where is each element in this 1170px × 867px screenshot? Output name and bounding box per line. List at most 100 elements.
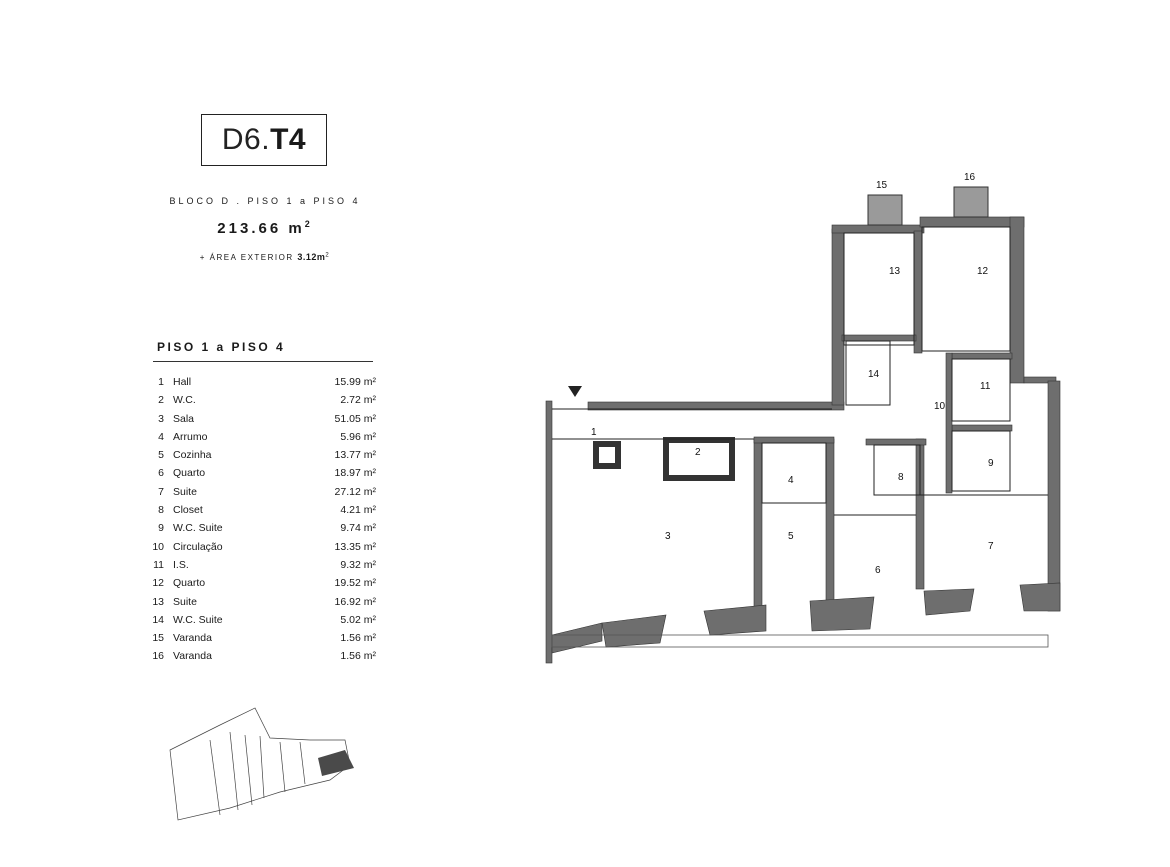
wall-shaft: [593, 441, 621, 469]
room-area-unit: m²: [363, 467, 376, 480]
wall-3-4: [753, 438, 763, 628]
wall-right-step: [1023, 376, 1057, 384]
wall-closet-top: [865, 438, 927, 446]
unit-title: D6.T4: [201, 114, 327, 166]
block-floor: BLOCO D . PISO 1 a PISO 4: [169, 196, 361, 206]
balconies: [867, 186, 989, 226]
room-area-unit: m²: [363, 430, 376, 443]
room-area-value: 16.92: [334, 595, 361, 608]
wall-wc9-top: [951, 424, 1013, 432]
room-area: 9.32 m²: [340, 559, 376, 571]
site-line-1: [209, 739, 221, 816]
plan-walls: [545, 216, 1061, 664]
wall-is-top: [951, 352, 1013, 360]
pier-4: [809, 596, 875, 632]
site-line-5: [279, 741, 286, 793]
room-row: 3 Sala 51.05 m²: [150, 413, 376, 431]
room-13-outline: [843, 232, 915, 346]
room-name: Arrumo: [173, 430, 208, 443]
room-name: Hall: [173, 376, 192, 388]
site-key-plan: [169, 707, 354, 821]
room-name: Suite: [173, 485, 197, 498]
wall-top-corridor: [587, 401, 845, 411]
pier-1: [551, 622, 603, 654]
room-area: 16.92 m²: [335, 596, 376, 608]
entrance-marker: [568, 386, 582, 397]
room-area-value: 19.52: [334, 577, 361, 590]
room-number: 1: [158, 376, 164, 388]
facade-line: [551, 634, 1049, 648]
total-area-sup: 2: [304, 219, 313, 229]
room-area-value: 13.77: [334, 449, 361, 462]
room-name: Suite: [173, 595, 197, 608]
room-area-value: 9.32: [340, 558, 361, 571]
room-name: Quarto: [173, 577, 206, 590]
room-name: W.C.: [173, 394, 196, 407]
room-12-outline: [921, 226, 1011, 352]
plan-label-16: 16: [964, 172, 976, 183]
unit-prefix: D6.: [221, 123, 271, 156]
room-row: 13 Suite 16.92 m²: [150, 596, 376, 614]
room-number: 5: [158, 449, 164, 462]
room-area-value: 13.35: [334, 540, 361, 553]
pier-3: [703, 604, 767, 636]
room-area: 19.52 m²: [335, 577, 376, 589]
room-number: 15: [152, 632, 164, 645]
room-area-value: 5.02: [340, 613, 361, 626]
room-name: Varanda: [173, 632, 212, 645]
room-area-value: 51.05: [334, 412, 361, 425]
room-area: 13.35 m²: [335, 541, 376, 553]
room-area: 27.12 m²: [335, 486, 376, 498]
room-number-labels: 1 2 3 4 5 6 7 8 9 10 11 12 13 14 15 16: [591, 172, 994, 576]
site-unit-highlight: [318, 750, 354, 776]
room-area-unit: m²: [363, 449, 376, 462]
balcony-16: [953, 186, 989, 218]
room-name: W.C. Suite: [173, 522, 223, 535]
room-4-outline: [761, 442, 827, 504]
pier-5: [923, 588, 975, 616]
room-number: 13: [152, 595, 164, 608]
exterior-prefix: + ÁREA EXTERIOR: [199, 253, 294, 262]
room-number: 12: [152, 577, 164, 590]
room-area: 13.77 m²: [335, 449, 376, 461]
pier-2: [601, 614, 667, 648]
room-11-outline: [951, 358, 1011, 422]
room-area-unit: m²: [363, 540, 376, 553]
room-area: 4.21 m²: [340, 504, 376, 516]
room-area: 5.96 m²: [340, 431, 376, 443]
room-area-unit: m²: [363, 577, 376, 590]
wall-wing-top-2: [919, 216, 1025, 228]
room-area-unit: m²: [363, 613, 376, 626]
room-number: 9: [158, 522, 164, 535]
wall-left: [545, 400, 553, 664]
room-number: 16: [152, 650, 164, 663]
total-area: 213.66 m2: [130, 219, 400, 237]
room-number: 7: [158, 485, 164, 498]
room-area: 1.56 m²: [340, 650, 376, 662]
room-name: Sala: [173, 412, 195, 425]
plan-label-6: 6: [875, 565, 881, 576]
floor-plan: 1 2 3 4 5 6 7 8 9 10 11 12 13 14 15 16: [545, 172, 1061, 664]
room-row: 1 Hall 15.99 m²: [150, 376, 376, 394]
room-area: 51.05 m²: [335, 413, 376, 425]
plan-label-3: 3: [665, 531, 671, 542]
wall-5-6: [825, 438, 835, 606]
room-area-unit: m²: [363, 376, 376, 388]
plan-lines: [552, 226, 1048, 516]
plan-label-15: 15: [876, 180, 888, 191]
balcony-15: [867, 194, 903, 226]
exterior-area: + ÁREA EXTERIOR 3.12m2: [130, 252, 400, 262]
plan-label-8: 8: [898, 472, 904, 483]
room-area-value: 18.97: [334, 467, 361, 480]
room-area-value: 15.99: [334, 376, 361, 388]
wall-wing-top-1: [831, 224, 925, 234]
room-number: 3: [158, 412, 164, 425]
